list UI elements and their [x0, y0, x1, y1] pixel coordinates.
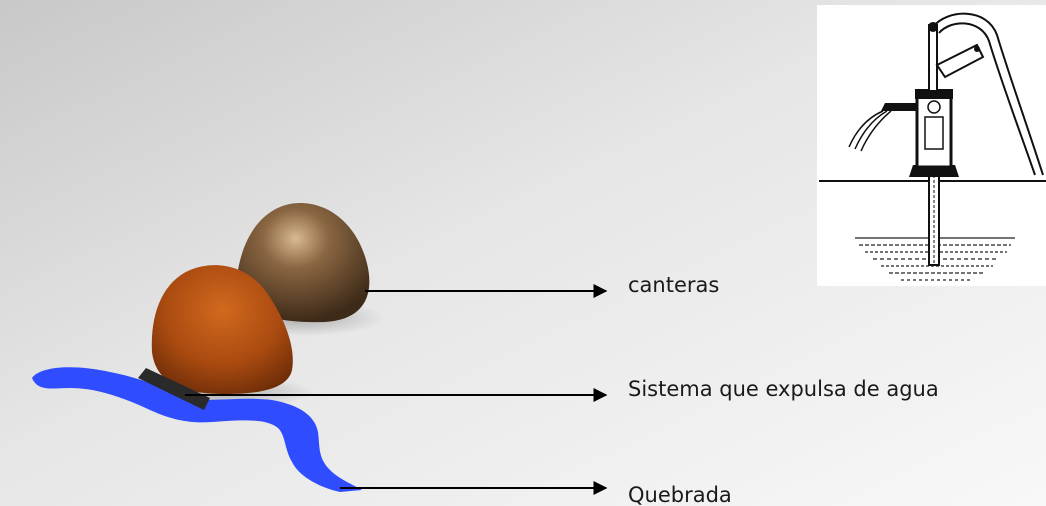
- label-quebrada: Quebrada: [628, 483, 732, 506]
- label-sistema: Sistema que expulsa de agua: [628, 377, 939, 401]
- label-canteras: canteras: [628, 273, 720, 297]
- mound-brown: [235, 203, 370, 323]
- pump-system-box: [138, 368, 210, 410]
- stream-quebrada: [32, 367, 362, 492]
- mound-orange: [151, 265, 293, 394]
- pump-illustration: [817, 5, 1046, 286]
- hand-water-pump-icon: [819, 12, 1046, 281]
